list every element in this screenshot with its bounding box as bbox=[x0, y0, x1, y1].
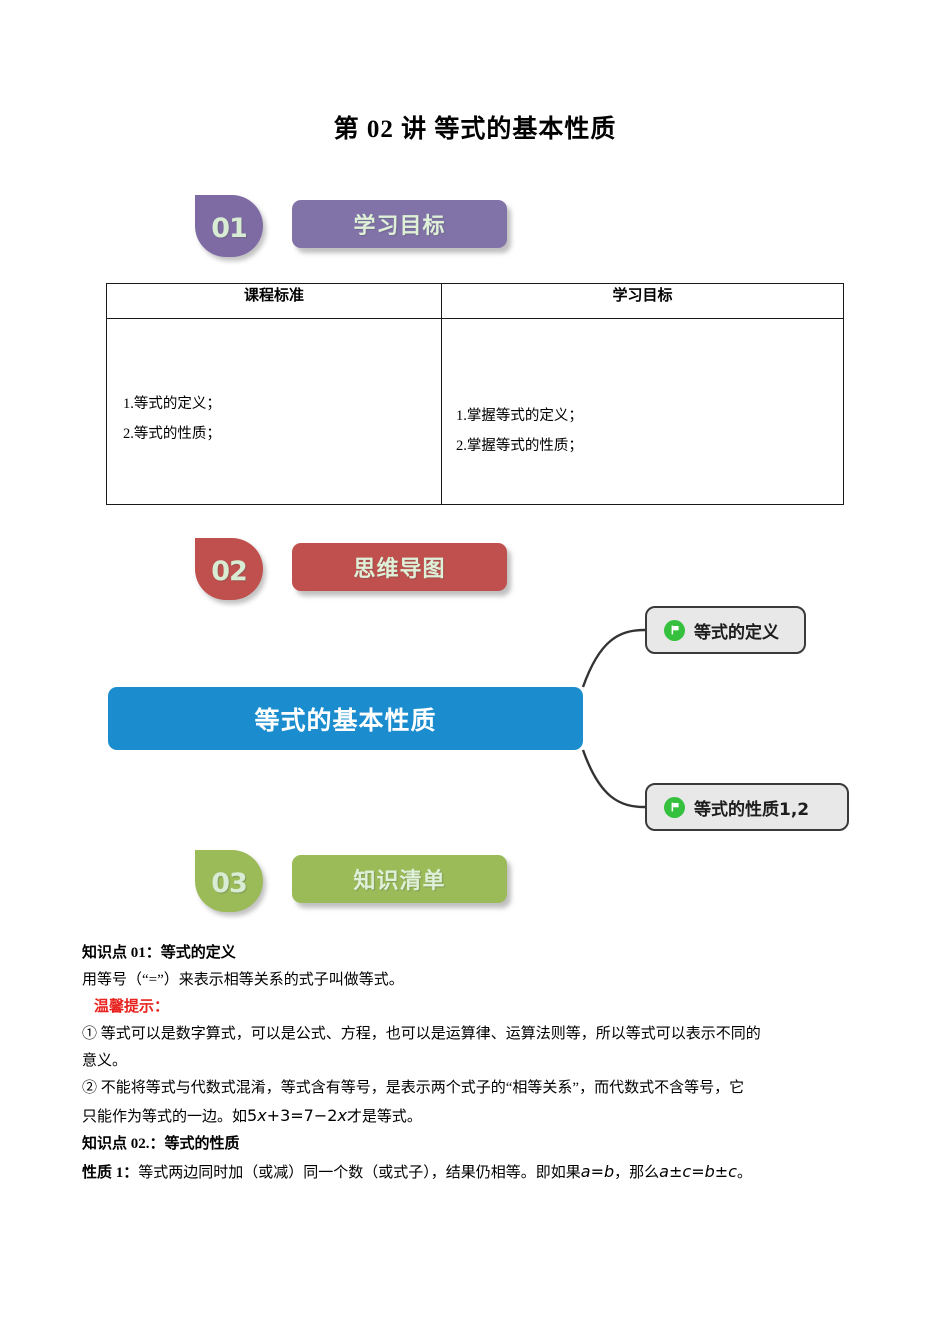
property-1-var-c: c bbox=[682, 1162, 692, 1181]
section-banner-02: 02 思维导图 bbox=[195, 538, 755, 604]
equation-term-plus3: +3 bbox=[266, 1106, 291, 1125]
property-1-text-b: ，那么 bbox=[614, 1165, 660, 1181]
section-badge-03: 03 bbox=[195, 850, 263, 912]
property-1-var-a2: a bbox=[659, 1162, 669, 1181]
standard-item-1: 1.等式的定义； bbox=[123, 396, 221, 412]
mindmap-root-node[interactable]: 等式的基本性质 bbox=[108, 687, 583, 750]
section-label-03: 知识清单 bbox=[353, 869, 446, 894]
property-1-line: 性质 1：等式两边同时加（或减）同一个数（或式子），结果仍相等。即如果a=b，那… bbox=[82, 1158, 868, 1187]
tip-item-2-suffix: 才是等式。 bbox=[346, 1109, 422, 1125]
mindmap-node-2[interactable]: 等式的性质1,2 bbox=[645, 783, 849, 831]
section-label-02: 思维导图 bbox=[353, 557, 446, 582]
section-badge-01: 01 bbox=[195, 195, 263, 257]
section-number-02: 02 bbox=[211, 555, 248, 587]
equation-var-x2: x bbox=[337, 1106, 347, 1125]
mindmap-node-1[interactable]: 等式的定义 bbox=[645, 606, 806, 654]
section-bar-01: 学习目标 bbox=[292, 200, 507, 248]
tip-item-2-line-1: ② 不能将等式与代数式混淆，等式含有等号，是表示两个式子的“相等关系”，而代数式… bbox=[82, 1080, 745, 1096]
property-1-var-b: b bbox=[604, 1162, 615, 1181]
property-1-label: 性质 1： bbox=[82, 1165, 139, 1181]
tip-item-1-line-2: 意义。 bbox=[82, 1053, 128, 1069]
tip-item-2-prefix: 只能作为等式的一边。如 bbox=[82, 1109, 248, 1125]
page-title: 第 02 讲 等式的基本性质 bbox=[333, 116, 617, 143]
mindmap-connectors bbox=[581, 628, 646, 809]
tip-item-1-line-1: ① 等式可以是数字算式，可以是公式、方程，也可以是运算律、运算法则等，所以等式可… bbox=[82, 1026, 761, 1042]
table-cell-objective: 1.掌握等式的定义； 2.掌握等式的性质； bbox=[441, 318, 844, 505]
table-cell-standard: 1.等式的定义； 2.等式的性质； bbox=[106, 318, 442, 505]
mindmap-root-label: 等式的基本性质 bbox=[254, 705, 437, 735]
knowledge-point-1-heading: 知识点 01：等式的定义 bbox=[82, 945, 236, 961]
green-flag-icon bbox=[664, 796, 685, 818]
section-bar-02: 思维导图 bbox=[292, 543, 507, 591]
objective-item-1: 1.掌握等式的定义； bbox=[456, 408, 583, 424]
property-1-var-c2: c bbox=[728, 1162, 737, 1181]
property-1-text-c: 。 bbox=[736, 1165, 752, 1181]
green-flag-icon bbox=[664, 619, 685, 641]
section-badge-02: 02 bbox=[195, 538, 263, 600]
property-1-var-b2: b bbox=[704, 1162, 715, 1181]
knowledge-list: 知识点 01：等式的定义 用等号（“=”）来表示相等关系的式子叫做等式。 温馨提… bbox=[0, 940, 950, 1187]
section-banner-03: 03 知识清单 bbox=[195, 850, 755, 916]
equation-term-5: 5 bbox=[247, 1106, 258, 1125]
objectives-table: 课程标准 学习目标 1.等式的定义； 2.等式的性质； 1.掌握等式的定义； 2… bbox=[106, 283, 844, 505]
mindmap-node-2-label: 等式的性质1,2 bbox=[694, 799, 810, 820]
equation-term-eq7minus2: =7−2 bbox=[290, 1106, 338, 1125]
knowledge-point-2-heading: 知识点 02.：等式的性质 bbox=[82, 1136, 240, 1152]
property-1-eq-1: = bbox=[590, 1162, 604, 1181]
knowledge-point-1-definition: 用等号（“=”）来表示相等关系的式子叫做等式。 bbox=[82, 972, 404, 988]
section-number-01: 01 bbox=[211, 212, 248, 244]
mindmap-node-1-label: 等式的定义 bbox=[694, 622, 779, 643]
section-bar-03: 知识清单 bbox=[292, 855, 507, 903]
section-banner-01: 01 学习目标 bbox=[195, 195, 755, 261]
property-1-text-a: 等式两边同时加（或减）同一个数（或式子），结果仍相等。即如果 bbox=[138, 1165, 581, 1181]
tip-item-2-line-2: 只能作为等式的一边。如5x+3=7−2x才是等式。 bbox=[82, 1102, 868, 1131]
standard-item-2: 2.等式的性质； bbox=[123, 426, 221, 442]
tip-heading: 温馨提示： bbox=[94, 999, 170, 1015]
property-1-eq-2: = bbox=[691, 1162, 705, 1181]
property-1-pm-2: ± bbox=[714, 1162, 729, 1181]
table-header-standard: 课程标准 bbox=[106, 283, 442, 319]
section-number-03: 03 bbox=[211, 867, 248, 899]
table-row: 1.等式的定义； 2.等式的性质； 1.掌握等式的定义； 2.掌握等式的性质； bbox=[106, 318, 844, 505]
mindmap: 等式的基本性质 等式的定义 等式的性质1,2 bbox=[0, 604, 950, 831]
equation-var-x1: x bbox=[257, 1106, 267, 1125]
table-header-row: 课程标准 学习目标 bbox=[106, 283, 844, 319]
property-1-pm-1: ± bbox=[668, 1162, 683, 1181]
section-label-01: 学习目标 bbox=[353, 214, 446, 239]
objective-item-2: 2.掌握等式的性质； bbox=[456, 438, 583, 454]
property-1-var-a: a bbox=[580, 1162, 591, 1181]
table-header-objective: 学习目标 bbox=[441, 283, 844, 319]
